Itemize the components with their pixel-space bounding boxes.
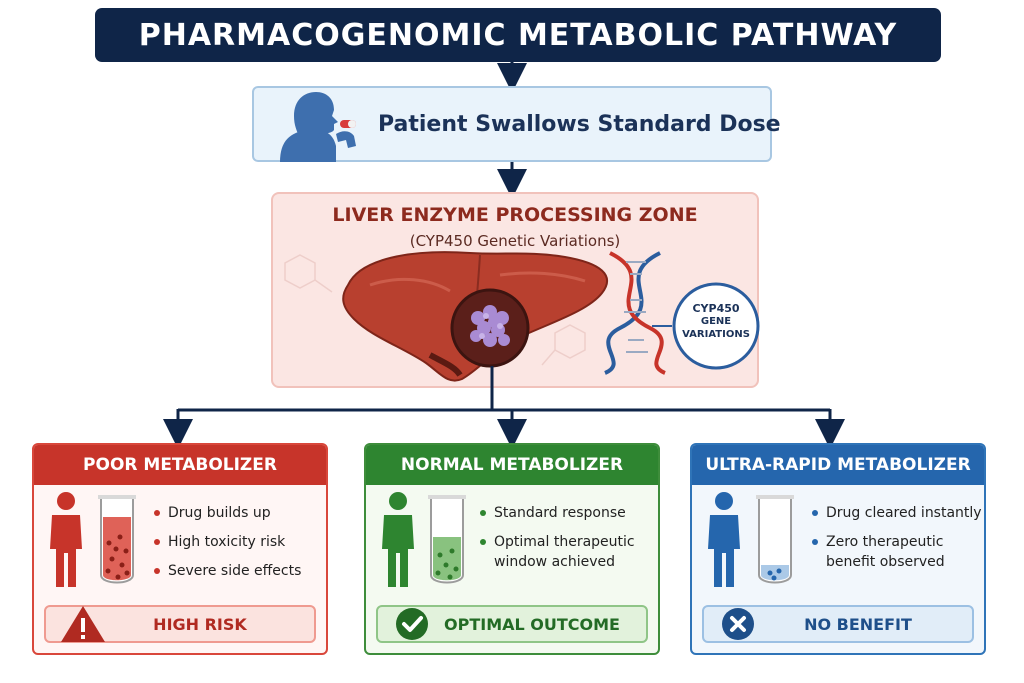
list-item: High toxicity risk: [154, 532, 301, 552]
person-icon: [382, 492, 414, 587]
gene-variation-badge: [652, 282, 760, 370]
list-item: Standard response: [480, 503, 635, 523]
ultra-rapid-metabolizer-title: ULTRA-RAPID METABOLIZER: [692, 445, 984, 485]
poor-metabolizer-title: POOR METABOLIZER: [34, 445, 326, 485]
ultra-rapid-metabolizer-effects: Drug cleared instantly Zero therapeutic …: [812, 503, 982, 581]
poor-metabolizer-card: POOR METABOLIZER Drug builds up High tox…: [32, 443, 328, 655]
normal-outcome-bar: OPTIMAL OUTCOME: [376, 605, 648, 643]
person-icon: [708, 492, 740, 587]
poor-metabolizer-effects: Drug builds up High toxicity risk Severe…: [154, 503, 301, 590]
patient-dose-box: [252, 86, 772, 162]
tube-fill-level: [761, 565, 789, 581]
list-item: Drug builds up: [154, 503, 301, 523]
liver-zone-title: LIVER ENZYME PROCESSING ZONE: [332, 204, 698, 226]
title-bar: PHARMACOGENOMIC METABOLIC PATHWAY: [95, 8, 941, 62]
liver-stem-connector: [490, 366, 494, 390]
enzyme-icon: [450, 288, 530, 368]
ultra-outcome-bar: NO BENEFIT: [702, 605, 974, 643]
molecule-decoration-icon: [284, 254, 333, 293]
normal-metabolizer-effects: Standard response Optimal therapeutic wi…: [480, 503, 635, 581]
person-swallowing-pill-icon: [280, 92, 356, 162]
x-icon: [722, 608, 754, 640]
list-item: Optimal therapeutic window achieved: [480, 532, 635, 572]
checkmark-icon: [396, 608, 428, 640]
person-icon: [50, 492, 82, 587]
ultra-outcome-label: NO BENEFIT: [804, 614, 912, 634]
dna-helix-icon: [604, 251, 666, 375]
poor-outcome-label: HIGH RISK: [153, 614, 247, 634]
normal-outcome-label: OPTIMAL OUTCOME: [444, 614, 620, 634]
page-title: PHARMACOGENOMIC METABOLIC PATHWAY: [138, 17, 898, 53]
test-tube-icon: [756, 495, 794, 584]
ultra-rapid-metabolizer-card: ULTRA-RAPID METABOLIZER Drug cleared ins…: [690, 443, 986, 655]
patient-dose-label: Patient Swallows Standard Dose: [378, 112, 781, 137]
list-item: Zero therapeutic benefit observed: [812, 532, 982, 572]
gene-variation-label: CYP450 GENE VARIATIONS: [682, 302, 750, 340]
list-item: Drug cleared instantly: [812, 503, 982, 523]
test-tube-icon: [428, 495, 466, 584]
warning-icon: [61, 606, 105, 642]
molecule-decoration-icon: [541, 324, 586, 366]
liver-zone-subtitle: (CYP450 Genetic Variations): [409, 232, 621, 250]
poor-outcome-bar: HIGH RISK: [44, 605, 316, 643]
normal-metabolizer-card: NORMAL METABOLIZER Standard response Opt…: [364, 443, 660, 655]
list-item: Severe side effects: [154, 561, 301, 581]
normal-metabolizer-title: NORMAL METABOLIZER: [366, 445, 658, 485]
test-tube-icon: [98, 495, 136, 584]
